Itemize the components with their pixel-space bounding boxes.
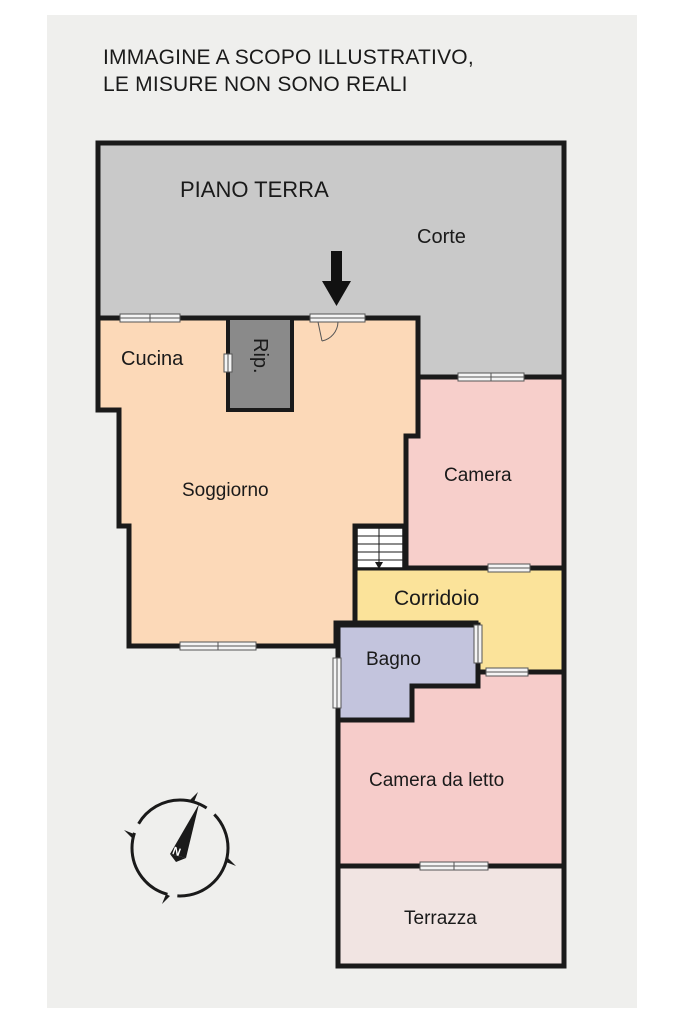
- disclaimer-text: IMMAGINE A SCOPO ILLUSTRATIVO, LE MISURE…: [103, 44, 474, 98]
- window-camera-north: [457, 372, 525, 382]
- compass-north-letter: N: [171, 845, 183, 859]
- window-camera-letto-north: [485, 667, 529, 677]
- label-corte: Corte: [417, 226, 466, 248]
- room-ripostiglio: [226, 316, 294, 412]
- window-bagno-corridoio: [473, 624, 483, 664]
- window-terrazza: [419, 861, 489, 871]
- compass-icon: N: [124, 792, 236, 904]
- stairs: [356, 527, 404, 569]
- label-bagno: Bagno: [366, 649, 421, 670]
- label-ripostiglio: Rip.: [249, 338, 271, 374]
- label-soggiorno: Soggiorno: [182, 480, 269, 501]
- disclaimer-line-1: IMMAGINE A SCOPO ILLUSTRATIVO,: [103, 46, 474, 69]
- label-camera: Camera: [444, 465, 512, 486]
- window-entrance: [309, 313, 366, 323]
- windows: [119, 313, 531, 871]
- window-cucina-north: [119, 313, 181, 323]
- label-camera-da-letto: Camera da letto: [369, 770, 504, 791]
- entrance-door: [317, 321, 339, 342]
- window-soggiorno-south: [179, 641, 257, 651]
- label-terrazza: Terrazza: [404, 908, 477, 929]
- label-cucina: Cucina: [121, 348, 184, 370]
- label-corridoio: Corridoio: [394, 587, 479, 610]
- window-camera-corridoio: [487, 563, 531, 573]
- window-bagno-west: [332, 657, 342, 709]
- floor-title: PIANO TERRA: [180, 177, 329, 202]
- disclaimer-line-2: LE MISURE NON SONO REALI: [103, 73, 408, 96]
- window-ripostiglio: [223, 353, 233, 373]
- entrance-arrow-icon: [322, 251, 351, 306]
